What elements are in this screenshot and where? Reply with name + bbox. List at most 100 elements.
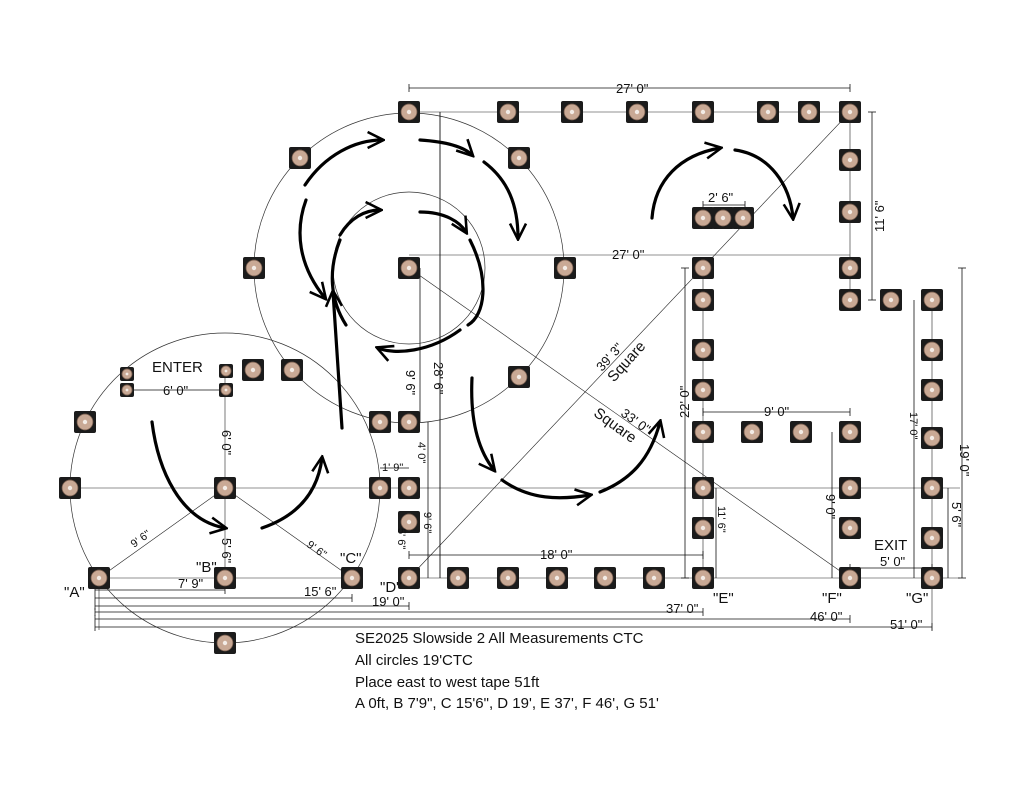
cone-marker xyxy=(839,149,861,171)
cone-marker xyxy=(398,101,420,123)
cone-marker xyxy=(921,289,943,311)
point-label-d: "D" xyxy=(380,579,401,596)
cone-marker xyxy=(839,101,861,123)
cone-center xyxy=(224,388,228,392)
cone-center xyxy=(67,485,73,491)
cone-center xyxy=(222,640,228,646)
cone-center xyxy=(749,429,755,435)
cone-center xyxy=(888,297,894,303)
cone-center xyxy=(798,429,804,435)
cone-center xyxy=(847,297,853,303)
cone-center xyxy=(700,265,706,271)
cone-center xyxy=(349,575,355,581)
cone-center xyxy=(634,109,640,115)
cone-center xyxy=(700,297,706,303)
cone-center xyxy=(222,575,228,581)
dim-text-d-width: 19' 0" xyxy=(372,594,405,609)
cone-center xyxy=(602,575,608,581)
cone-marker xyxy=(120,383,134,397)
cone-marker xyxy=(839,201,861,223)
cone-marker xyxy=(281,359,303,381)
cone-marker xyxy=(508,147,530,169)
cone-center xyxy=(806,109,812,115)
cone-marker xyxy=(341,567,363,589)
arrow-right-loop-down xyxy=(733,148,793,218)
cone-center xyxy=(125,388,129,392)
cone-center xyxy=(224,369,228,373)
cone-marker xyxy=(712,207,734,229)
cone-marker xyxy=(921,379,943,401)
cone-marker xyxy=(289,147,311,169)
arrow-s-curve-up xyxy=(598,422,660,494)
point-label-e: "E" xyxy=(713,590,734,607)
cone-marker xyxy=(74,411,96,433)
cone-center xyxy=(929,347,935,353)
note-line-3: Place east to west tape 51ft xyxy=(355,674,540,691)
dim-text-d-left-small: 5' 6" xyxy=(395,528,407,549)
cone-center xyxy=(250,367,256,373)
cone-marker xyxy=(219,383,233,397)
dim-text-d-up: 4' 0" xyxy=(415,442,427,463)
cone-center xyxy=(516,374,522,380)
cone-center xyxy=(700,485,706,491)
dim-text-right-col-height: 22' 0" xyxy=(677,385,692,418)
cone-center xyxy=(929,435,935,441)
dim-text-e-small: 11' 6" xyxy=(715,506,727,533)
point-label-a: "A" xyxy=(64,584,85,601)
cone-center xyxy=(505,575,511,581)
cone-marker xyxy=(921,477,943,499)
course-circles xyxy=(69,112,565,644)
cone-marker xyxy=(497,101,519,123)
cone-marker xyxy=(692,421,714,443)
cone-marker xyxy=(692,101,714,123)
cone-marker xyxy=(732,207,754,229)
dim-text-e-width: 37' 0" xyxy=(666,601,699,616)
cone-center xyxy=(847,485,853,491)
cone-center xyxy=(700,429,706,435)
exit-label: EXIT xyxy=(874,537,907,554)
cone-marker xyxy=(692,477,714,499)
cone-center xyxy=(562,265,568,271)
arrow-up-entry xyxy=(333,292,344,430)
cone-marker xyxy=(839,517,861,539)
cone-center xyxy=(847,209,853,215)
dimension-lines xyxy=(94,84,966,631)
dim-text-d-down: 9' 6" xyxy=(421,512,433,533)
arrow-left-loop xyxy=(150,420,225,528)
cone-center xyxy=(700,109,706,115)
cone-marker xyxy=(398,511,420,533)
cone-center xyxy=(700,347,706,353)
dim-text-left-height: 9' 6" xyxy=(403,370,418,396)
cone-marker xyxy=(839,477,861,499)
cone-marker xyxy=(88,567,110,589)
cone-marker xyxy=(508,366,530,388)
cone-center xyxy=(700,575,706,581)
cone-marker xyxy=(398,567,420,589)
cone-center xyxy=(251,265,257,271)
cone-marker xyxy=(214,477,236,499)
cone-center xyxy=(847,265,853,271)
cone-center xyxy=(406,485,412,491)
cone-marker xyxy=(921,339,943,361)
diag-square-a xyxy=(408,111,851,579)
arrow-inner-left xyxy=(330,238,348,327)
cone-marker xyxy=(692,567,714,589)
cone-center xyxy=(569,109,575,115)
cone-center xyxy=(720,215,726,221)
cone-center xyxy=(377,485,383,491)
cone-marker xyxy=(839,567,861,589)
cone-center xyxy=(847,109,853,115)
cone-marker xyxy=(880,289,902,311)
cone-marker xyxy=(692,339,714,361)
arrow-outer-left-down xyxy=(298,198,325,298)
cone-center xyxy=(406,109,412,115)
dim-text-d-small: 1' 9" xyxy=(382,462,403,474)
cone-center xyxy=(406,265,412,271)
dim-text-e-f-width: 9' 0" xyxy=(764,404,790,419)
dim-text-mid-width: 27' 0" xyxy=(612,247,645,262)
cone-center xyxy=(377,419,383,425)
cone-marker xyxy=(757,101,779,123)
dim-text-b-up: 5' 6" xyxy=(219,538,234,564)
cone-center xyxy=(289,367,295,373)
